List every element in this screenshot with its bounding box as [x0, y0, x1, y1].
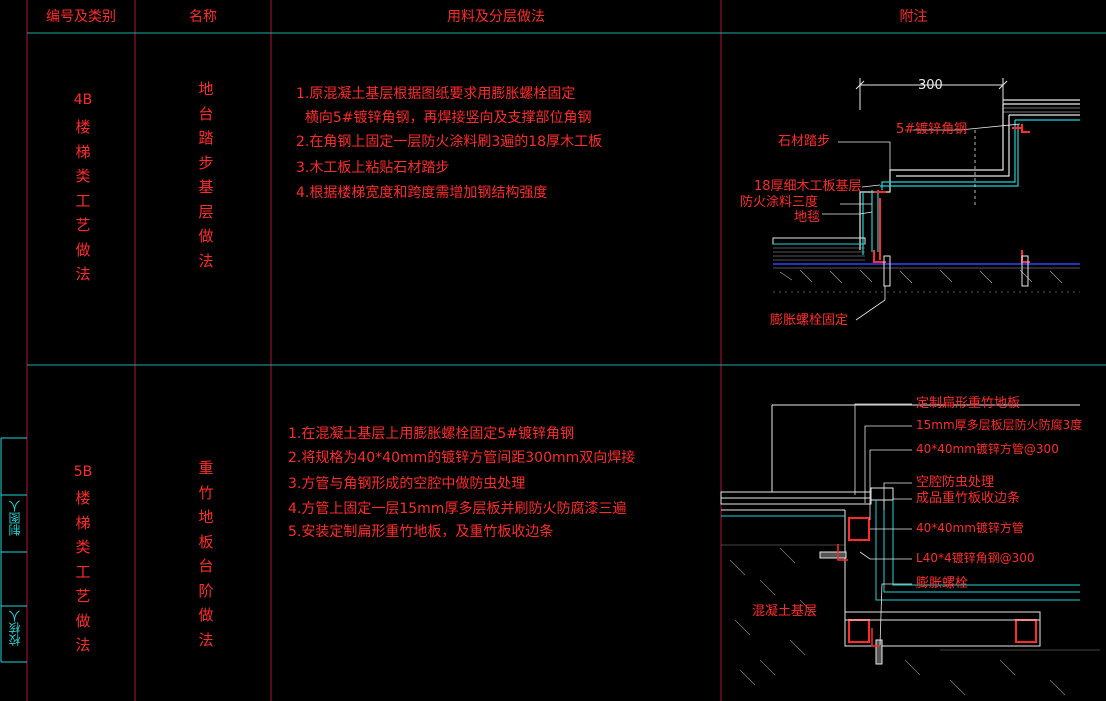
header-code: 编号及类别	[46, 9, 116, 25]
label-5b-bolt: 膨胀螺栓	[916, 576, 969, 591]
row-4b-category: 楼梯类工艺做法	[75, 118, 91, 283]
row-4b-step-3: 3.木工板上粘贴石材踏步	[296, 160, 450, 176]
header-name: 名称	[189, 9, 217, 25]
row-5b-category: 楼梯类工艺做法	[75, 489, 91, 654]
label-5b-plywood: 15mm厚多层板层防火防腐3度	[916, 418, 1083, 432]
sidebar-checked-by: 校核人	[8, 610, 22, 646]
dim-300: 300	[918, 78, 943, 93]
row-5b-step-3: 3.方管与角钢形成的空腔中做防虫处理	[288, 476, 526, 492]
label-4b-angle-steel: 5#镀锌角钢	[896, 122, 968, 137]
row-4b-step-2: 2.在角钢上固定一层防火涂料刷3遍的18厚木工板	[296, 134, 603, 150]
label-5b-bamboo-floor: 定制扁形重竹地板	[916, 396, 1021, 411]
row-5b-step-5: 5.安装定制扁形重竹地板，及重竹板收边条	[288, 524, 554, 540]
label-5b-tube-300: 40*40mm镀锌方管@300	[916, 442, 1059, 456]
row-5b-code: 5B	[73, 464, 93, 480]
table-grid	[26, 0, 1106, 701]
header-method: 用料及分层做法	[447, 9, 545, 25]
row-5b-name: 重竹地板台阶做法	[198, 459, 214, 649]
label-4b-anchor: 膨胀螺栓固定	[770, 313, 849, 328]
label-4b-stone-step: 石材踏步	[778, 134, 831, 149]
stair-detail-5b	[720, 403, 1100, 696]
row-4b-step-4: 4.根据楼梯宽度和跨度需增加钢结构强度	[296, 185, 548, 201]
row-5b-step-1: 1.在混凝土基层上用膨胀螺栓固定5#镀锌角钢	[288, 426, 574, 442]
sidebar-drawn-by: 制图人	[8, 500, 22, 536]
row-4b-step-1b: 横向5#镀锌角钢，再焊接竖向及支撑部位角钢	[296, 110, 592, 126]
header-notes: 附注	[899, 9, 928, 25]
label-5b-cavity: 空腔防虫处理	[916, 475, 995, 490]
label-5b-concrete: 混凝土基层	[752, 604, 818, 619]
stair-detail-4b	[772, 78, 1080, 321]
row-5b-step-2: 2.将规格为40*40mm的镀锌方管间距300mm双向焊接	[288, 450, 636, 466]
concrete-hatch-4b	[773, 247, 1080, 293]
label-4b-fireproof: 防火涂料三度	[740, 195, 819, 210]
label-5b-tube: 40*40mm镀锌方管	[916, 521, 1024, 535]
row-4b-code: 4B	[73, 92, 93, 108]
label-5b-edge-strip: 成品重竹板收边条	[916, 491, 1021, 506]
concrete-hatch-5b	[721, 544, 1100, 696]
row-4b-name: 地台踏步基层做法	[198, 80, 214, 270]
side-strip	[0, 437, 27, 663]
label-4b-wood-board: 18厚细木工板基层	[754, 179, 862, 194]
row-4b-step-1: 1.原混凝土基层根据图纸要求用膨胀螺栓固定	[296, 86, 576, 102]
label-5b-angle: L40*4镀锌角钢@300	[916, 551, 1035, 565]
label-4b-carpet: 地毯	[794, 210, 821, 225]
row-5b-step-4: 4.方管上固定一层15mm厚多层板并刷防火防腐漆三遍	[288, 501, 627, 517]
